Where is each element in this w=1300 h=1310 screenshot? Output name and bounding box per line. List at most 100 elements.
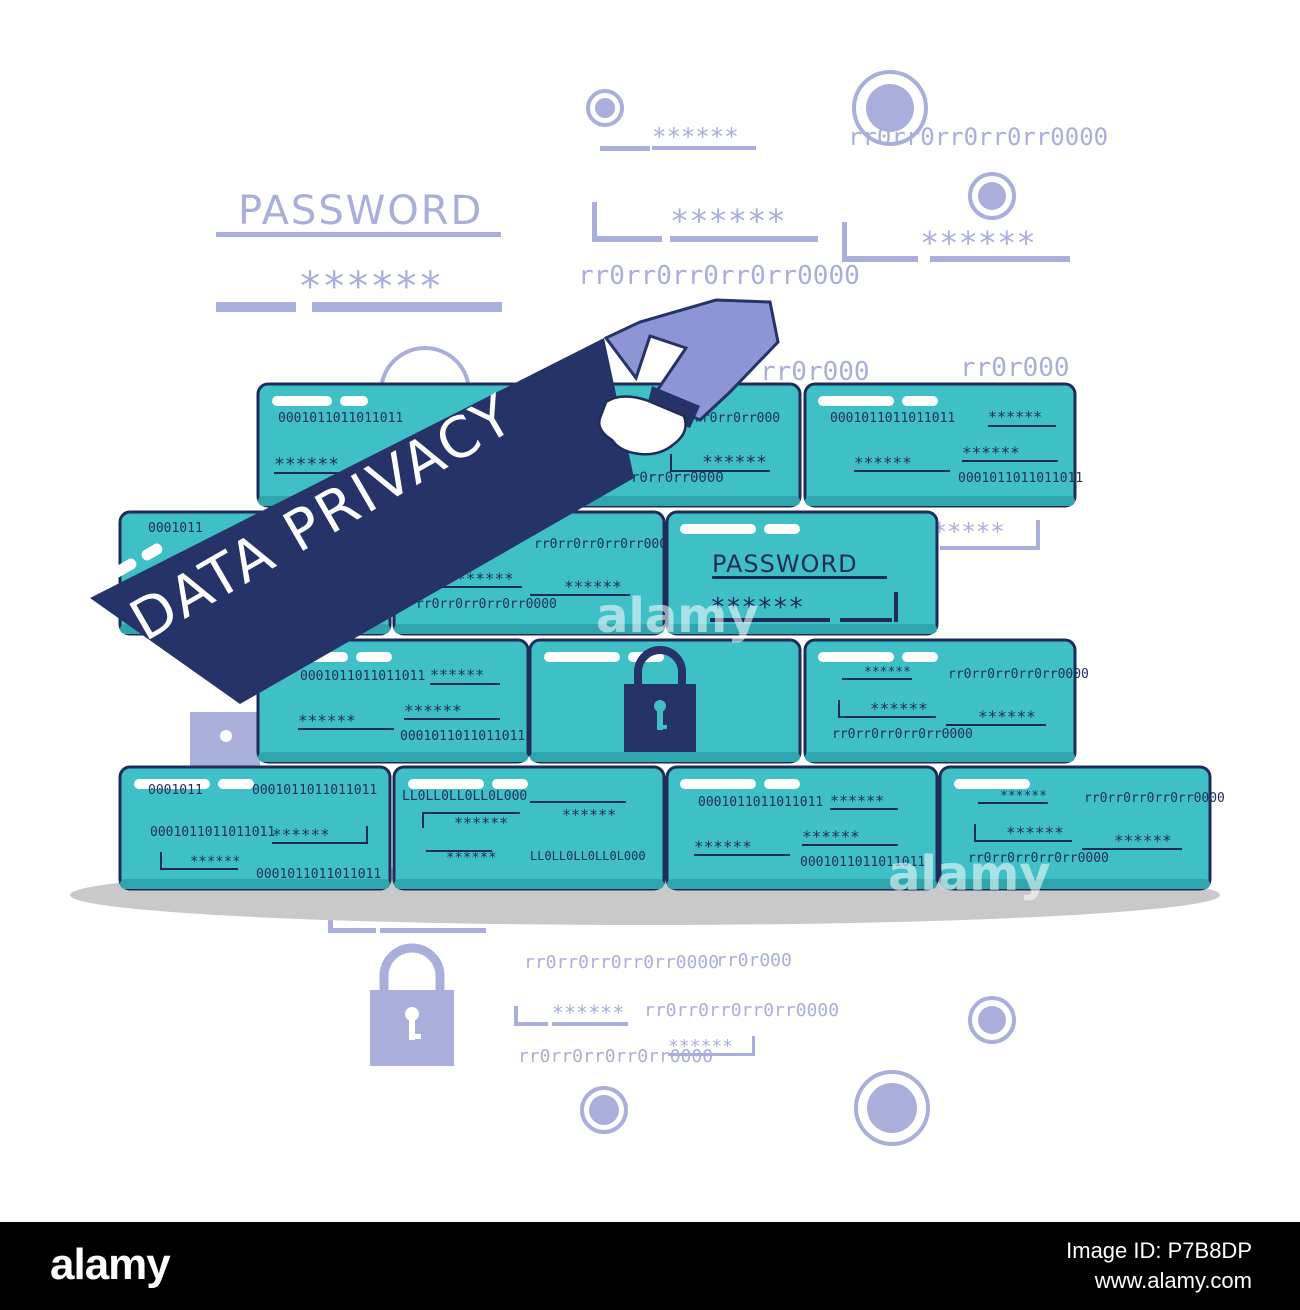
bg-bar	[328, 928, 376, 933]
svg-text:******: ******	[190, 854, 241, 870]
svg-text:0001011011011011: 0001011011011011	[278, 411, 403, 426]
brick: 0001011011011011 ****** ****** ****** 00…	[665, 765, 939, 891]
bg-bar	[930, 256, 1070, 262]
bg-mask-4: ******	[920, 224, 1036, 262]
svg-text:******: ******	[1000, 789, 1047, 804]
svg-text:******: ******	[830, 792, 884, 810]
svg-text:******: ******	[430, 666, 484, 684]
svg-text:0001011: 0001011	[148, 783, 203, 798]
bg-circle-icon	[589, 1095, 619, 1125]
svg-text:0001011011011011: 0001011011011011	[698, 795, 823, 810]
svg-text:rr0rr0rr0rr0rr0000: rr0rr0rr0rr0rr0000	[968, 851, 1109, 866]
svg-text:******: ******	[446, 850, 497, 866]
bg-circle-icon	[595, 98, 615, 118]
background-decor: PASSWORD ****** ****** rr0rr0rr0rr0rr000…	[190, 70, 1108, 1146]
svg-text:******: ******	[272, 825, 330, 844]
bg-mask-9: ******	[668, 1036, 733, 1057]
bg-bar	[592, 236, 662, 242]
bg-password-heading: PASSWORD	[238, 188, 483, 234]
bg-code-3: rr0r000	[960, 353, 1070, 383]
svg-text:******: ******	[988, 408, 1042, 426]
svg-text:0001011011011011: 0001011011011011	[800, 855, 925, 870]
bg-bar	[940, 546, 1040, 550]
svg-text:******: ******	[962, 443, 1020, 462]
bg-code-4: rr0r000	[760, 357, 870, 387]
svg-text:0001011011011011: 0001011011011011	[300, 669, 425, 684]
svg-text:0001011011011011: 0001011011011011	[958, 471, 1083, 486]
bg-circle-icon	[968, 996, 1016, 1044]
bg-code-2: rr0rr0rr0rr0rr0000	[578, 261, 860, 291]
bg-mask-3: ******	[670, 202, 786, 240]
illustration: PASSWORD ****** ****** rr0rr0rr0rr0rr000…	[70, 70, 1225, 1146]
svg-text:******: ******	[978, 707, 1036, 726]
footer-bar: alamy Image ID: P7B8DP www.alamy.com	[0, 1222, 1300, 1310]
bg-keyhole-icon	[220, 730, 232, 742]
svg-text:******: ******	[870, 699, 928, 718]
brick: 0001011011011011 ****** ****** ****** 00…	[256, 638, 530, 764]
bg-code-6: rr0rr0rr0rr0rr0000	[524, 952, 719, 973]
bg-circle-icon	[867, 1083, 917, 1133]
svg-text:rr0rr0rr0rr0rr0000: rr0rr0rr0rr0rr0000	[1084, 791, 1225, 806]
footer-url: www.alamy.com	[1094, 1268, 1252, 1293]
svg-text:******: ******	[456, 569, 514, 588]
bg-bar	[670, 236, 818, 242]
svg-text:rr0rr0rr0rr0rr0000: rr0rr0rr0rr0rr0000	[948, 667, 1089, 682]
bg-circle-icon	[978, 1006, 1006, 1034]
bg-mask-8: ******	[552, 1001, 624, 1025]
hand-holding-banner	[598, 298, 780, 456]
bg-bar	[842, 222, 847, 260]
svg-text:LL0LL0LL0LL0L000: LL0LL0LL0LL0L000	[530, 849, 646, 863]
brick: LL0LL0LL0LL0L000 ****** ****** ****** LL…	[392, 765, 666, 891]
svg-text:******: ******	[864, 665, 911, 680]
sleeve	[603, 298, 780, 422]
svg-text:0001011: 0001011	[148, 521, 203, 536]
svg-text:0001011011011011: 0001011011011011	[150, 825, 275, 840]
svg-text:******: ******	[298, 711, 356, 730]
banner-strip	[90, 338, 634, 704]
bg-bar	[668, 1053, 754, 1056]
svg-text:******: ******	[702, 452, 767, 473]
bg-code-8: rr0rr0rr0rr0rr0000	[644, 1000, 839, 1021]
data-privacy-illustration: PASSWORD ****** ****** rr0rr0rr0rr0rr000…	[70, 70, 1225, 1146]
bg-circle-icon	[968, 172, 1016, 220]
bg-bar	[312, 302, 502, 312]
svg-text:rr0rr0rr0rr0rr0000: rr0rr0rr0rr0rr0000	[416, 597, 557, 612]
bg-circle-icon	[852, 70, 928, 146]
bg-bar	[514, 1006, 518, 1026]
bg-bar	[380, 928, 486, 933]
svg-text:******: ******	[404, 701, 462, 720]
bg-bar	[752, 1036, 755, 1056]
padlock-icon	[624, 646, 696, 752]
svg-text:******: ******	[802, 827, 860, 846]
bg-bar	[1036, 520, 1040, 550]
bg-bar	[514, 1022, 548, 1026]
bg-bar	[216, 302, 296, 312]
hand	[598, 395, 687, 456]
bg-bar	[842, 256, 918, 262]
bg-bar	[592, 202, 597, 240]
svg-text:LL0LL0LL0LL0L000: LL0LL0LL0LL0L000	[402, 789, 527, 804]
brick: PASSWORD ******	[665, 510, 939, 636]
svg-text:0001011011011011: 0001011011011011	[256, 867, 381, 882]
svg-text:******: ******	[1006, 823, 1064, 842]
svg-text:rr0rr0rr000: rr0rr0rr000	[694, 411, 780, 426]
svg-text:rr0rr0rr0rr0rr0000: rr0rr0rr0rr0rr0000	[832, 727, 973, 742]
bg-bar	[652, 146, 756, 150]
bg-circle-icon	[580, 1086, 628, 1134]
bg-underline	[216, 232, 501, 237]
svg-text:******: ******	[274, 454, 339, 475]
svg-text:0001011011011011: 0001011011011011	[400, 729, 525, 744]
bg-circle-icon	[978, 182, 1006, 210]
svg-text:0001011011011011: 0001011011011011	[830, 411, 955, 426]
watermark: alamy	[888, 846, 1051, 902]
brick: ****** rr0rr0rr0rr0rr0000 ****** ****** …	[938, 765, 1225, 891]
svg-text:0001011011011011: 0001011011011011	[252, 783, 377, 798]
brick: 0001011011011011 ****** ****** ****** 00…	[803, 382, 1083, 508]
bg-circle-icon	[586, 89, 624, 127]
brick: 0001011 0001011011011011 000101101101101…	[118, 765, 392, 891]
svg-text:******: ******	[854, 453, 912, 472]
footer-logo: alamy	[50, 1240, 171, 1289]
cuff	[646, 386, 700, 428]
svg-text:******: ******	[562, 806, 616, 824]
svg-text:******: ******	[1114, 831, 1172, 850]
